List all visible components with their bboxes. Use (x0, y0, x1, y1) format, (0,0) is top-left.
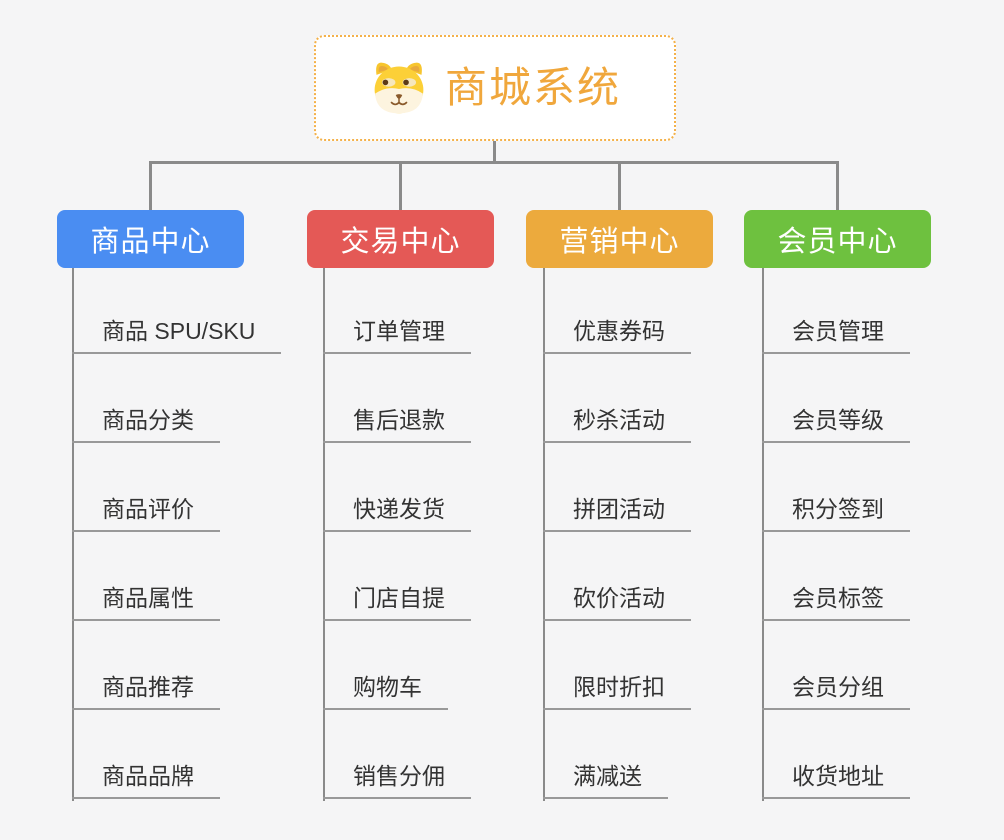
sub-topic-label[interactable]: 商品分类 (72, 401, 220, 443)
sub-topic-label[interactable]: 优惠券码 (543, 312, 691, 354)
connector-drop-line (149, 161, 152, 210)
sub-topic-label[interactable]: 门店自提 (323, 579, 471, 621)
connector-trunk-line (149, 161, 839, 164)
connector-drop-line (836, 161, 839, 210)
list-item: 会员标签 (762, 532, 910, 621)
sub-topic-label[interactable]: 拼团活动 (543, 490, 691, 532)
list-item: 订单管理 (323, 268, 471, 354)
root-node[interactable]: 商城系统 (314, 35, 676, 141)
branch-spine-line (72, 268, 74, 801)
root-title: 商城系统 (444, 64, 621, 111)
sub-topic-label[interactable]: 秒杀活动 (543, 401, 691, 443)
connector-drop-line (618, 161, 621, 210)
branch-node-product-center[interactable]: 商品中心 (57, 210, 244, 268)
sub-topic-label[interactable]: 商品属性 (72, 579, 220, 621)
sub-topic-label[interactable]: 售后退款 (323, 401, 471, 443)
sub-topic-label[interactable]: 商品评价 (72, 490, 220, 532)
list-item: 门店自提 (323, 532, 471, 621)
branch-item-list: 会员管理 会员等级 积分签到 会员标签 会员分组 收货地址 (762, 268, 910, 799)
sub-topic-label[interactable]: 砍价活动 (543, 579, 691, 621)
sub-topic-label[interactable]: 快递发货 (323, 490, 471, 532)
list-item: 售后退款 (323, 354, 471, 443)
list-item: 快递发货 (323, 443, 471, 532)
sub-topic-label[interactable]: 会员管理 (762, 312, 910, 354)
list-item: 收货地址 (762, 710, 910, 799)
branch-item-list: 商品 SPU/SKU 商品分类 商品评价 商品属性 商品推荐 商品品牌 (72, 268, 282, 799)
branch-spine-line (543, 268, 545, 801)
dog-face-icon (374, 62, 424, 114)
list-item: 积分签到 (762, 443, 910, 532)
list-item: 限时折扣 (543, 621, 691, 710)
sub-topic-label[interactable]: 会员标签 (762, 579, 910, 621)
list-item: 商品属性 (72, 532, 281, 621)
list-item: 砍价活动 (543, 532, 691, 621)
list-item: 销售分佣 (323, 710, 471, 799)
list-item: 秒杀活动 (543, 354, 691, 443)
sub-topic-label[interactable]: 会员分组 (762, 668, 910, 710)
sub-topic-label[interactable]: 订单管理 (323, 312, 471, 354)
list-item: 会员分组 (762, 621, 910, 710)
sub-topic-label[interactable]: 限时折扣 (543, 668, 691, 710)
list-item: 商品分类 (72, 354, 281, 443)
sub-topic-label[interactable]: 购物车 (323, 668, 448, 710)
sub-topic-label[interactable]: 商品 SPU/SKU (72, 312, 282, 354)
sub-topic-label[interactable]: 收货地址 (762, 757, 910, 799)
branch-node-marketing-center[interactable]: 营销中心 (526, 210, 713, 268)
sub-topic-label[interactable]: 商品推荐 (72, 668, 220, 710)
list-item: 购物车 (323, 621, 471, 710)
list-item: 满减送 (543, 710, 691, 799)
branch-node-member-center[interactable]: 会员中心 (744, 210, 931, 268)
list-item: 优惠券码 (543, 268, 691, 354)
sub-topic-label[interactable]: 满减送 (543, 757, 668, 799)
connector-drop-line (399, 161, 402, 210)
branch-item-list: 订单管理 售后退款 快递发货 门店自提 购物车 销售分佣 (323, 268, 471, 799)
list-item: 商品推荐 (72, 621, 281, 710)
list-item: 商品 SPU/SKU (72, 268, 282, 354)
connector-root-stub (493, 141, 496, 163)
sub-topic-label[interactable]: 商品品牌 (72, 757, 220, 799)
sub-topic-label[interactable]: 销售分佣 (323, 757, 471, 799)
list-item: 商品品牌 (72, 710, 281, 799)
branch-spine-line (323, 268, 325, 801)
list-item: 会员管理 (762, 268, 910, 354)
list-item: 拼团活动 (543, 443, 691, 532)
branch-spine-line (762, 268, 764, 801)
branch-node-trade-center[interactable]: 交易中心 (307, 210, 494, 268)
list-item: 商品评价 (72, 443, 281, 532)
branch-item-list: 优惠券码 秒杀活动 拼团活动 砍价活动 限时折扣 满减送 (543, 268, 691, 799)
sub-topic-label[interactable]: 积分签到 (762, 490, 910, 532)
sub-topic-label[interactable]: 会员等级 (762, 401, 910, 443)
list-item: 会员等级 (762, 354, 910, 443)
